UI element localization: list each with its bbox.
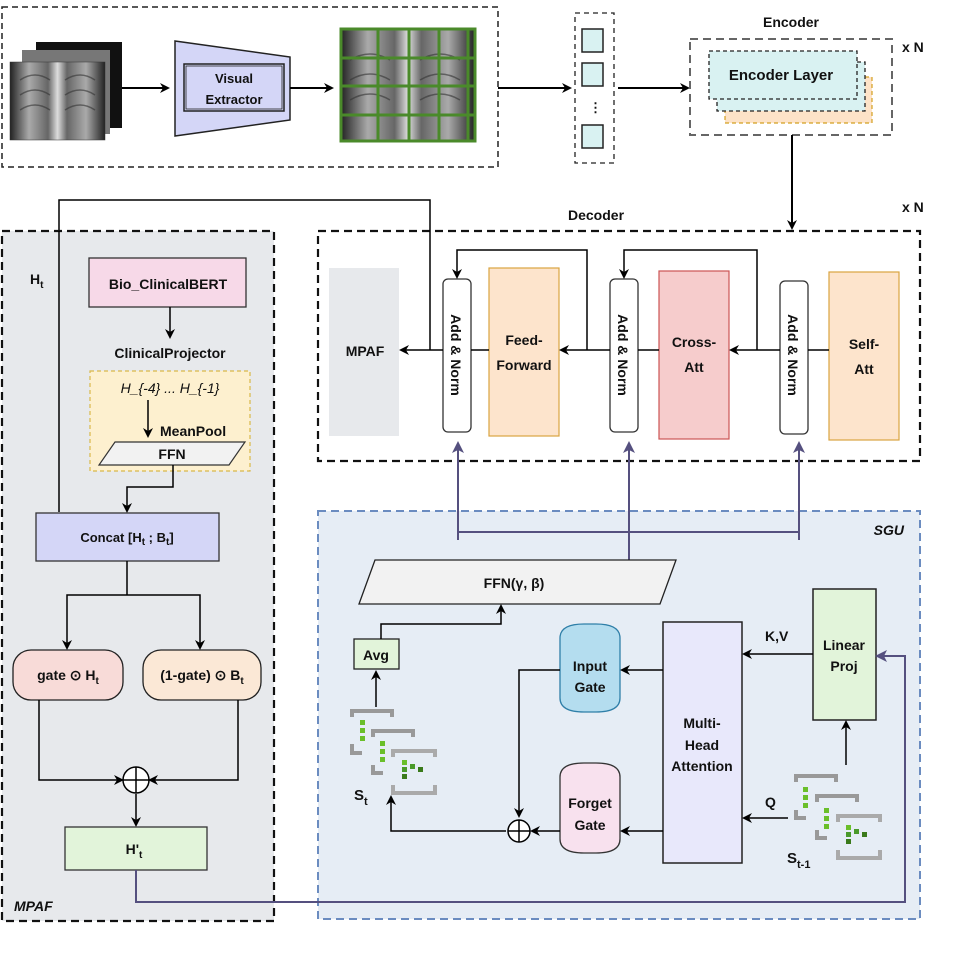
- add-norm-2-label: Add & Norm: [615, 314, 631, 396]
- meanpool-label: MeanPool: [160, 423, 226, 439]
- bio-clinicalbert-label: Bio_ClinicalBERT: [109, 276, 228, 292]
- cross-att-block: [658, 270, 730, 440]
- gate-merge-lines: [38, 700, 239, 827]
- memory-state-st1-icon: [794, 774, 882, 860]
- sgu-ffn-label: FFN(γ, β): [484, 575, 545, 591]
- gate-b-label: (1-gate) ⊙ Bt: [160, 667, 244, 687]
- linear-proj-label-1: Linear: [823, 637, 866, 653]
- mha-label-1: Multi-: [683, 715, 721, 731]
- concat-split-lines: [62, 561, 205, 650]
- decoder-mpaf-label: MPAF: [346, 343, 385, 359]
- input-gate-label-1: Input: [573, 658, 608, 674]
- mha-label-2: Head: [685, 737, 719, 753]
- memory-state-st-icon: [350, 709, 437, 795]
- patch-grid-lines: [339, 27, 477, 143]
- encoder-title: Encoder: [763, 14, 820, 30]
- gate-b-block: [142, 649, 262, 701]
- visual-extractor: Visual Extractor: [174, 40, 291, 137]
- forget-gate-label-1: Forget: [568, 795, 612, 811]
- sgu-sum-icon: [507, 819, 531, 843]
- decoder-mpaf-block: [329, 268, 399, 436]
- self-att-block: [828, 271, 900, 441]
- forget-gate-label-2: Gate: [574, 817, 605, 833]
- sgu-to-decoder-lines: [452, 441, 805, 560]
- xray-image-stack: [9, 42, 122, 141]
- input-gate: Input Gate: [559, 623, 621, 713]
- arrow-avg-to-ffn: [380, 604, 506, 639]
- encoder-layer-label: Encoder Layer: [729, 67, 833, 84]
- avg-label: Avg: [363, 647, 389, 663]
- add-norm-1-label: Add & Norm: [448, 314, 464, 396]
- decoder-title: Decoder: [568, 207, 625, 223]
- self-att-label-2: Att: [854, 361, 874, 377]
- add-norm-3-label: Add & Norm: [785, 314, 801, 396]
- sgu-panel-label: SGU: [874, 522, 905, 538]
- encoder-block: Encoder Layer: [689, 38, 893, 136]
- encoder-repeat-label: x N: [902, 39, 924, 55]
- feed-forward-label-1: Feed-: [505, 332, 543, 348]
- mha-label-3: Attention: [671, 758, 732, 774]
- cross-att-label-2: Att: [684, 359, 704, 375]
- projector-ffn-block: [97, 441, 247, 466]
- gate-h-block: [12, 649, 124, 701]
- add-norm-2: [609, 278, 639, 433]
- mpaf-panel: [0, 229, 276, 923]
- visual-extractor-label-1: Visual: [215, 71, 253, 86]
- linear-proj-block: [812, 588, 877, 721]
- token-sequence: ⋮: [574, 12, 615, 164]
- patch-grid-image: [339, 27, 477, 143]
- st-label: St: [354, 787, 368, 808]
- input-gate-label-2: Gate: [574, 679, 605, 695]
- decoder-repeat-label: x N: [902, 199, 924, 215]
- gate-h-label: gate ⊙ Ht: [37, 667, 99, 687]
- token-ellipsis: ⋮: [589, 100, 602, 115]
- mpaf-panel-label: MPAF: [14, 898, 53, 914]
- feed-forward-block: [488, 267, 560, 437]
- arrow-ffn-to-concat: [122, 465, 174, 513]
- bio-clinicalbert-block: [88, 257, 247, 308]
- sgu-ffn-block: [358, 559, 677, 605]
- multi-head-attention-block: [662, 621, 743, 864]
- linear-proj-label-2: Proj: [830, 658, 857, 674]
- add-norm-1: [442, 278, 472, 433]
- feed-forward-label-2: Forward: [496, 357, 551, 373]
- mpaf-output-label: H't: [126, 841, 143, 861]
- ht-label: Ht: [30, 271, 44, 291]
- cross-att-label-1: Cross-: [672, 334, 717, 350]
- concat-block: [35, 512, 220, 562]
- mpaf-sum-icon: [122, 766, 150, 794]
- st1-label: St-1: [787, 850, 810, 871]
- kv-label: K,V: [765, 628, 789, 644]
- q-label: Q: [765, 794, 776, 810]
- sgu-connections: [386, 649, 851, 836]
- forget-gate: Forget Gate: [559, 762, 621, 854]
- avg-block: [353, 638, 400, 670]
- projector-ffn-label: FFN: [158, 446, 185, 462]
- self-att-label-1: Self-: [849, 336, 880, 352]
- mpaf-to-linear-proj-line: [135, 650, 906, 903]
- visual-extractor-label-2: Extractor: [205, 92, 262, 107]
- concat-label: Concat [Ht ; Bt]: [80, 530, 173, 548]
- hidden-layers-label: H_{-4} ... H_{-1}: [121, 380, 220, 396]
- clinical-projector-label: ClinicalProjector: [114, 345, 226, 361]
- add-norm-3: [779, 280, 809, 435]
- mpaf-output-block: [64, 826, 208, 871]
